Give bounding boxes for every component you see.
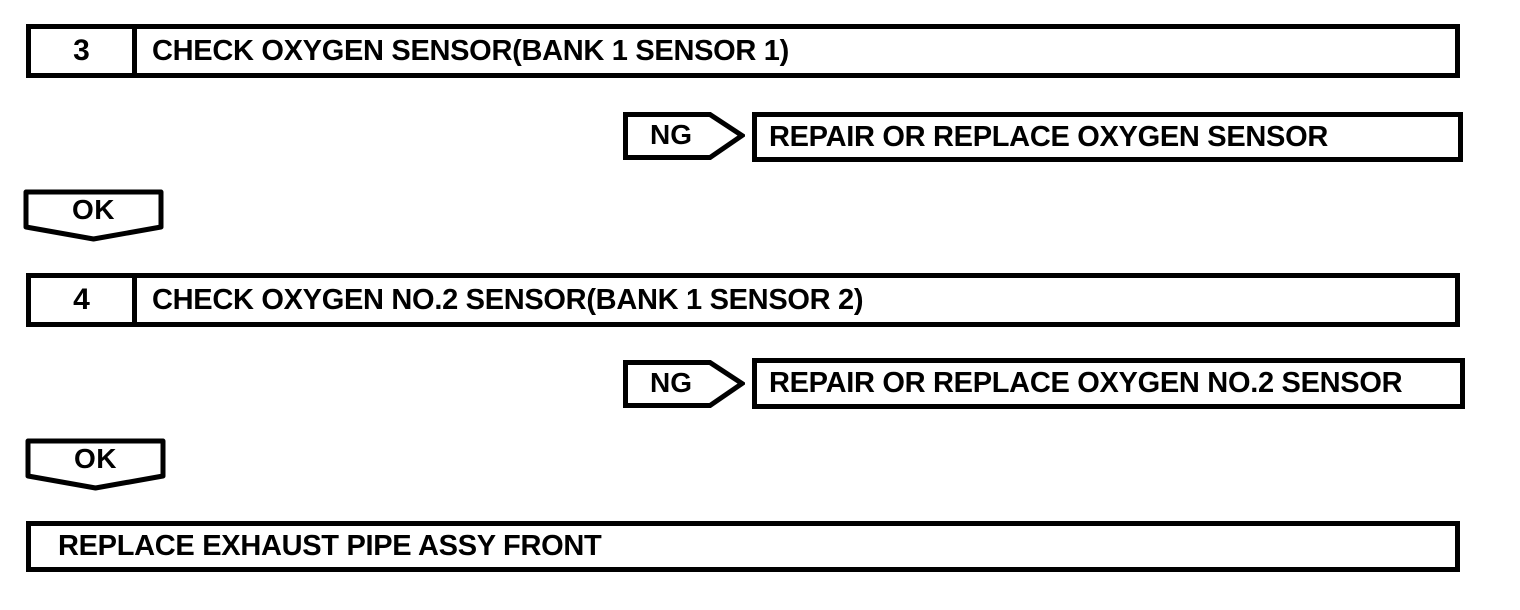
step-3-ok-label: OK [72,194,115,225]
step-3-ok-connector: OK [23,189,164,244]
step-3-ng-label: NG [650,119,692,150]
step-4-number: 4 [31,278,137,322]
ng-arrow-shape-icon [623,360,745,408]
terminal-action-box: REPLACE EXHAUST PIPE ASSY FRONT [26,521,1460,572]
step-4-ng-action-box: REPAIR OR REPLACE OXYGEN NO.2 SENSOR [752,358,1465,409]
step-3-ng-connector: NG [623,112,745,160]
ok-chevron-shape-icon [25,438,166,491]
ok-chevron-shape-icon [23,189,164,242]
step-3-ng-action-box: REPAIR OR REPLACE OXYGEN SENSOR [752,112,1463,162]
ng-arrow-shape-icon [623,112,745,160]
step-4-header-box: 4 CHECK OXYGEN NO.2 SENSOR(BANK 1 SENSOR… [26,273,1460,327]
step-4-title: CHECK OXYGEN NO.2 SENSOR(BANK 1 SENSOR 2… [152,283,864,316]
step-4-ok-connector: OK [25,438,166,493]
step-4-ok-label: OK [74,443,117,474]
step-4-ng-connector: NG [623,360,745,408]
step-4-ng-label: NG [650,367,692,398]
step-3-number: 3 [31,29,137,73]
step-3-header-box: 3 CHECK OXYGEN SENSOR(BANK 1 SENSOR 1) [26,24,1460,78]
step-3-title: CHECK OXYGEN SENSOR(BANK 1 SENSOR 1) [152,34,789,67]
